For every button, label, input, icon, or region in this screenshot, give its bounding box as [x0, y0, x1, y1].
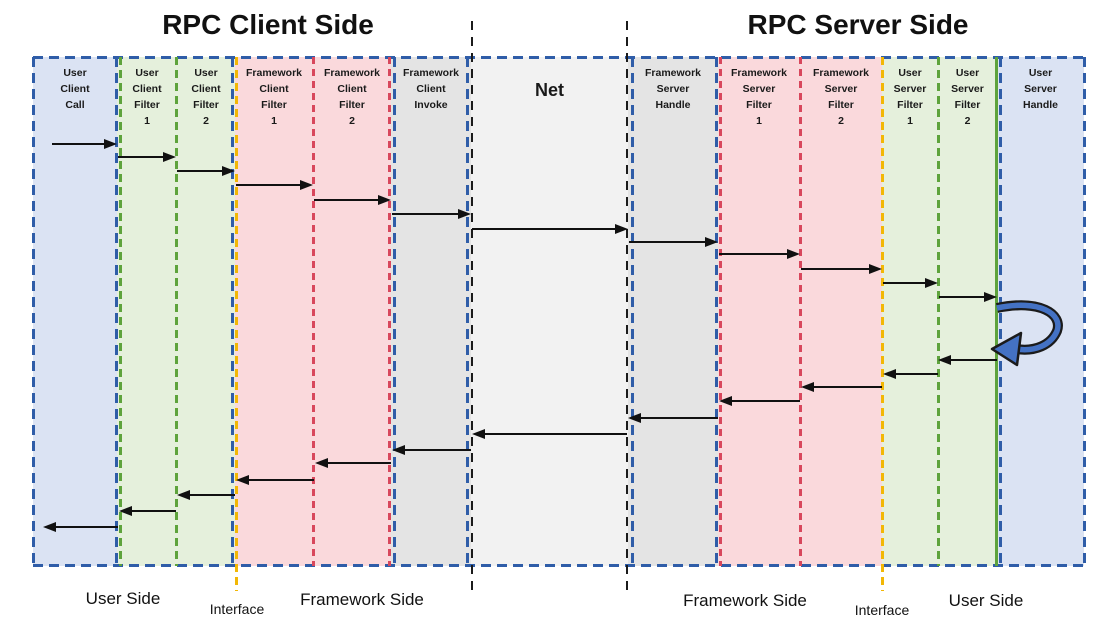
response-arrow: [472, 429, 627, 439]
lane-boundary-line: [995, 57, 998, 566]
request-arrow: [883, 278, 938, 288]
server-side-title: RPC Server Side: [747, 9, 969, 40]
request-arrow: [177, 166, 235, 176]
bottom-label-framework-side: Framework Side: [300, 590, 424, 609]
bottom-label-user-side: User Side: [85, 589, 161, 608]
response-arrow: [43, 522, 118, 532]
lane-boundary-line: [115, 57, 118, 566]
response-arrow: [628, 413, 718, 423]
request-arrow: [719, 249, 800, 259]
lane-boundary-line: [715, 57, 718, 566]
response-arrow: [719, 396, 800, 406]
response-arrow: [119, 506, 176, 516]
response-arrow: [392, 445, 471, 455]
bottom-label-interface: Interface: [209, 601, 265, 617]
lane-boundary-line: [881, 57, 884, 591]
lane-boundary-line: [937, 57, 940, 566]
lane-boundary-line: [119, 57, 122, 566]
lane-label-net: Net: [534, 80, 564, 100]
bottom-label-user-side: User Side: [948, 591, 1024, 610]
request-arrow: [801, 264, 882, 274]
response-arrow: [883, 369, 938, 379]
response-arrow: [236, 475, 314, 485]
client-side-title: RPC Client Side: [162, 9, 374, 40]
lane-boundary-line: [631, 57, 634, 566]
response-arrow: [177, 490, 235, 500]
request-arrow: [52, 139, 117, 149]
request-arrow: [939, 292, 997, 302]
lane-boundary-line: [175, 57, 178, 566]
lane-boundary-line: [32, 57, 35, 566]
horizontal-border-line: [33, 56, 1087, 59]
response-arrow: [801, 382, 882, 392]
request-arrow: [314, 195, 391, 205]
lane-boundary-line: [1083, 57, 1086, 566]
request-arrow: [472, 224, 628, 234]
bottom-label-interface: Interface: [854, 602, 910, 618]
request-arrow: [392, 209, 471, 219]
response-arrow: [938, 355, 997, 365]
lane-boundary-line: [393, 57, 396, 566]
lane-boundary-line: [312, 57, 315, 566]
lane-boundary-line: [466, 57, 469, 566]
request-arrow: [236, 180, 313, 190]
lane-boundary-line: [719, 57, 722, 566]
lane-boundary-line: [799, 57, 802, 566]
request-arrow: [629, 237, 718, 247]
lane-boundary-line: [388, 57, 391, 566]
lane-boundary-line: [471, 21, 473, 590]
horizontal-border-line: [33, 564, 1087, 567]
lane-boundary-line: [626, 21, 628, 590]
bottom-label-framework-side: Framework Side: [683, 591, 807, 610]
lane-boundary-line: [231, 57, 234, 566]
request-arrow: [118, 152, 176, 162]
lane-net: Net: [471, 57, 628, 566]
lane-boundary-line: [235, 57, 238, 591]
response-arrow: [315, 458, 391, 468]
